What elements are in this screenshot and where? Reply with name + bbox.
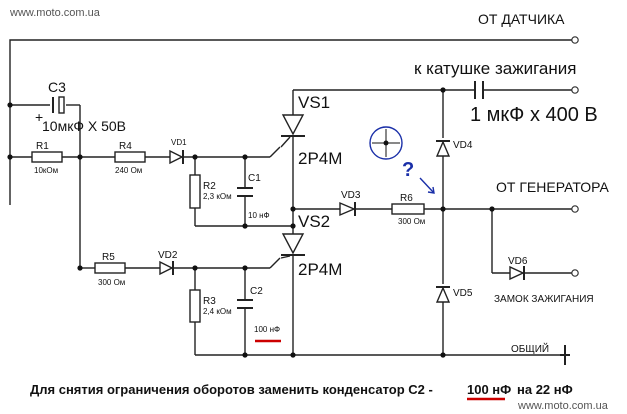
vs1-type: 2Р4М: [298, 149, 342, 168]
junction: [440, 352, 446, 358]
watermark-top: www.moto.com.ua: [9, 7, 101, 19]
terminal-coil: [571, 86, 579, 94]
r4-label: R4: [119, 141, 132, 152]
r1-value: 10кОм: [34, 166, 58, 175]
junction: [440, 87, 446, 93]
junctions: [7, 87, 495, 358]
vs2-label: VS2: [298, 212, 330, 231]
wire-gate1: [269, 146, 281, 158]
r6-value: 300 Ом: [398, 217, 425, 226]
junction: [242, 154, 248, 160]
junction: [440, 206, 446, 212]
vd5-label: VD5: [453, 288, 473, 299]
vs1-label: VS1: [298, 93, 330, 112]
question-mark: ?: [402, 159, 414, 181]
resistor-r3: R3 2,4 кОм: [189, 289, 232, 323]
vd2-label: VD2: [158, 250, 178, 261]
junction: [192, 265, 198, 271]
r2-value: 2,3 кОм: [203, 192, 232, 201]
vd3-label: VD3: [341, 190, 361, 201]
capacitor-c2: С2 100 нФ: [237, 286, 281, 343]
c3-plus: +: [35, 109, 43, 125]
diode-vd5: VD5: [435, 286, 473, 303]
thyristor-vs2: VS2 2Р4М: [280, 212, 342, 279]
junction: [242, 223, 248, 229]
label-to-ignition-coil: к катушке зажигания: [414, 59, 576, 78]
junction: [489, 206, 495, 212]
wire-sensor: [9, 39, 572, 205]
capacitor-c1: С1 10 нФ: [237, 173, 270, 220]
watermark-bottom: www.moto.com.ua: [517, 400, 609, 412]
label-common: ОБЩИЙ: [511, 342, 549, 355]
resistor-r1: R1 10кОм: [31, 141, 63, 175]
c2-label: С2: [250, 286, 263, 297]
r5-label: R5: [102, 252, 115, 263]
r3-label: R3: [203, 296, 216, 307]
junction: [77, 154, 83, 160]
diode-vd3: VD3: [339, 190, 361, 217]
crosshair-annotation: [369, 126, 403, 160]
label-ignition-lock: ЗАМОК ЗАЖИГАНИЯ: [494, 294, 594, 305]
c2-value: 100 нФ: [254, 325, 280, 334]
junction: [242, 352, 248, 358]
note-suffix: на 22 нФ: [517, 382, 573, 397]
vs2-type: 2Р4М: [298, 260, 342, 279]
resistor-r6: R6 300 Ом: [391, 193, 425, 226]
r3-value: 2,4 кОм: [203, 307, 232, 316]
thyristor-vs1: VS1 2Р4М: [280, 93, 342, 168]
resistor-r2: R2 2,3 кОм: [189, 174, 232, 209]
diode-vd1: VD1: [169, 138, 187, 165]
junction: [242, 265, 248, 271]
label-output-capacitor: 1 мкФ х 400 В: [470, 104, 598, 126]
arrow-annotation: [419, 177, 435, 194]
terminal-generator: [571, 205, 579, 213]
footnote: Для снятия ограничения оборотов заменить…: [30, 382, 573, 401]
junction: [77, 265, 83, 271]
wire-gate2: [269, 257, 281, 269]
junction: [290, 206, 296, 212]
terminal-sensor: [571, 36, 579, 44]
c3-label: С3: [48, 79, 66, 95]
vd6-label: VD6: [508, 256, 528, 267]
note-highlight: 100 нФ: [467, 382, 511, 397]
capacitor-c3: С3 + 10мкФ Х 50В: [35, 79, 126, 134]
resistor-r4: R4 240 Ом: [114, 141, 146, 175]
vd1-label: VD1: [171, 138, 187, 147]
resistor-r5: R5 300 Ом: [94, 252, 126, 287]
diode-vd2: VD2: [158, 250, 178, 276]
junction: [290, 352, 296, 358]
diode-vd6: VD6: [508, 256, 528, 281]
r5-value: 300 Ом: [98, 278, 125, 287]
c1-value: 10 нФ: [248, 211, 270, 220]
junction: [290, 223, 296, 229]
capacitor-output: [474, 81, 484, 99]
terminals: [571, 36, 579, 277]
junction: [192, 154, 198, 160]
c3-value: 10мкФ Х 50В: [42, 118, 126, 134]
wires: [9, 39, 572, 365]
crosshair-circle: [369, 126, 403, 160]
r4-value: 240 Ом: [115, 166, 142, 175]
junction: [7, 154, 13, 160]
junction: [7, 102, 13, 108]
r1-label: R1: [36, 141, 49, 152]
diode-vd4: VD4: [435, 140, 473, 157]
label-from-generator: ОТ ГЕНЕРАТОРА: [496, 179, 610, 195]
note-prefix: Для снятия ограничения оборотов заменить…: [30, 382, 433, 397]
vd4-label: VD4: [453, 140, 473, 151]
terminal-ignition-lock: [571, 269, 579, 277]
r2-label: R2: [203, 181, 216, 192]
label-from-sensor: ОТ ДАТЧИКА: [478, 11, 565, 27]
c1-label: С1: [248, 173, 261, 184]
r6-label: R6: [400, 193, 413, 204]
